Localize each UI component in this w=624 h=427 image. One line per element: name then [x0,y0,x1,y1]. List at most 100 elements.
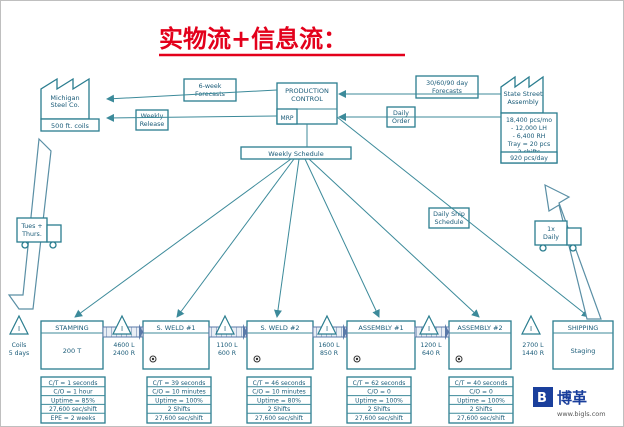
push-arrow-head [139,324,143,340]
data-box-row: C/T = 46 seconds [253,380,306,387]
inventory-triangle [215,314,235,335]
data-box-row: 27,600 sec/shift [457,415,506,422]
svg-text:6-week: 6-week [199,83,222,90]
data-box-row: Uptime = 100% [355,397,403,404]
supplier-note: 500 ft. coils [51,122,89,130]
data-box [246,376,312,424]
svg-text:Daily: Daily [543,234,559,241]
svg-text:Daily: Daily [393,110,409,117]
svg-text:Assembly: Assembly [507,98,538,106]
supplier-factory: Michigan Steel Co. 500 ft. coils [40,77,100,132]
svg-text:Daily Ship: Daily Ship [433,211,465,218]
inventory-qty: 4600 L [113,342,135,349]
data-box-row: 2 Shifts [268,406,291,413]
svg-text:Forecasts: Forecasts [432,88,462,95]
svg-text:Weekly: Weekly [141,113,164,120]
inventory-qty: 2400 R [113,350,136,357]
svg-text:PRODUCTION: PRODUCTION [285,87,329,95]
inventory-qty: 850 R [320,350,339,357]
info-daily-ship: Daily Ship Schedule [428,207,470,229]
outbound-shipment: 1x Daily [534,183,602,320]
weekly-schedule-label: Weekly Schedule [268,150,323,158]
inventory-qty: Coils [12,342,27,349]
inventory-symbol: I [121,325,123,333]
inventory-symbol: I [18,325,20,333]
operator-icon-dot [255,357,259,361]
data-box-row: C/O = 1 hour [53,389,93,396]
data-box-row: Uptime = 100% [457,397,505,404]
page-title: 实物流+信息流： [159,24,347,53]
data-box [346,376,412,424]
supplier-name: Michigan [50,94,79,102]
data-box [40,376,106,424]
inventory-symbol: I [224,325,226,333]
customer-factory: State Street Assembly 18,400 pcs/mo - 12… [500,75,558,164]
svg-text:30/60/90 day: 30/60/90 day [426,80,468,87]
customer-req-2: - 12,000 LH [511,125,547,132]
svg-text:State Street: State Street [503,90,542,98]
data-box-row: C/O = 0 [469,389,493,396]
inventory-qty: 600 R [218,350,237,357]
inventory-triangle [419,314,439,335]
process-name: ASSEMBLY #1 [358,324,403,332]
svg-text:CONTROL: CONTROL [291,95,323,103]
data-box-row: EPE = 2 weeks [51,415,96,422]
process-name: S. WELD #1 [156,324,195,332]
info-weekly-schedule: Weekly Schedule [240,146,352,160]
process-name: STAMPING [55,324,88,332]
svg-text:Forecasts: Forecasts [195,91,225,98]
inventory-qty: 1440 R [522,350,545,357]
inventory-qty: 1100 L [216,342,238,349]
process-boxes: STAMPING 200 T S. WELD #1 S. WELD #2 ASSEMBL… [9,314,614,424]
data-box-row: 2 Shifts [368,406,391,413]
svg-text:1x: 1x [547,226,555,233]
operator-icon-dot [151,357,155,361]
process-name: ASSEMBLY #2 [457,324,502,332]
svg-text:www.bigls.com: www.bigls.com [557,410,606,418]
push-arrow-head [343,324,347,340]
inventory-qty: 5 days [9,350,30,357]
inventory-triangle [9,314,29,335]
inventory-symbol: I [530,325,532,333]
info-customer-forecast: 30/60/90 day Forecasts [415,75,479,99]
process-box [40,320,104,370]
data-box-row: C/T = 1 seconds [49,380,98,387]
process-box [552,320,614,370]
data-box-row: C/T = 62 seconds [353,380,406,387]
inventory-qty: 1200 L [420,342,442,349]
data-box [146,376,212,424]
inventory-symbol: I [428,325,430,333]
svg-text:Order: Order [392,118,410,125]
svg-text:Tues +: Tues + [20,223,42,230]
info-6week-forecast: 6-week Forecasts [183,78,237,102]
data-box-row: 2 Shifts [470,406,493,413]
process-body: 200 T [63,347,81,355]
inventory-qty: 1600 L [318,342,340,349]
inventory-triangle [317,314,337,335]
operator-icon-dot [457,357,461,361]
data-box-row: 27,600 sec/shift [49,406,98,413]
data-box-row: C/O = 10 minutes [152,389,206,396]
operator-icon-dot [355,357,359,361]
data-box-row: Uptime = 80% [257,397,301,404]
info-arrows [74,89,590,318]
inventory-qty: 2700 L [522,342,544,349]
data-box-row: 27,600 sec/shift [355,415,404,422]
data-box-row: 27,600 sec/shift [255,415,304,422]
process-body: Staging [571,347,596,355]
info-weekly-release: Weekly Release [135,109,169,131]
data-box-row: 27,600 sec/shift [155,415,204,422]
svg-text:B: B [537,391,547,406]
process-name: S. WELD #2 [260,324,299,332]
data-box-row: Uptime = 100% [155,397,203,404]
production-control: PRODUCTION CONTROL MRP [276,82,338,125]
process-name: SHIPPING [568,324,599,332]
data-box-row: C/O = 10 minutes [252,389,306,396]
inventory-qty: 640 R [422,350,441,357]
customer-rate: 920 pcs/day [510,155,548,162]
svg-text:博革: 博革 [557,389,587,407]
push-arrow-head [243,324,247,340]
svg-text:Steel Co.: Steel Co. [50,101,79,109]
